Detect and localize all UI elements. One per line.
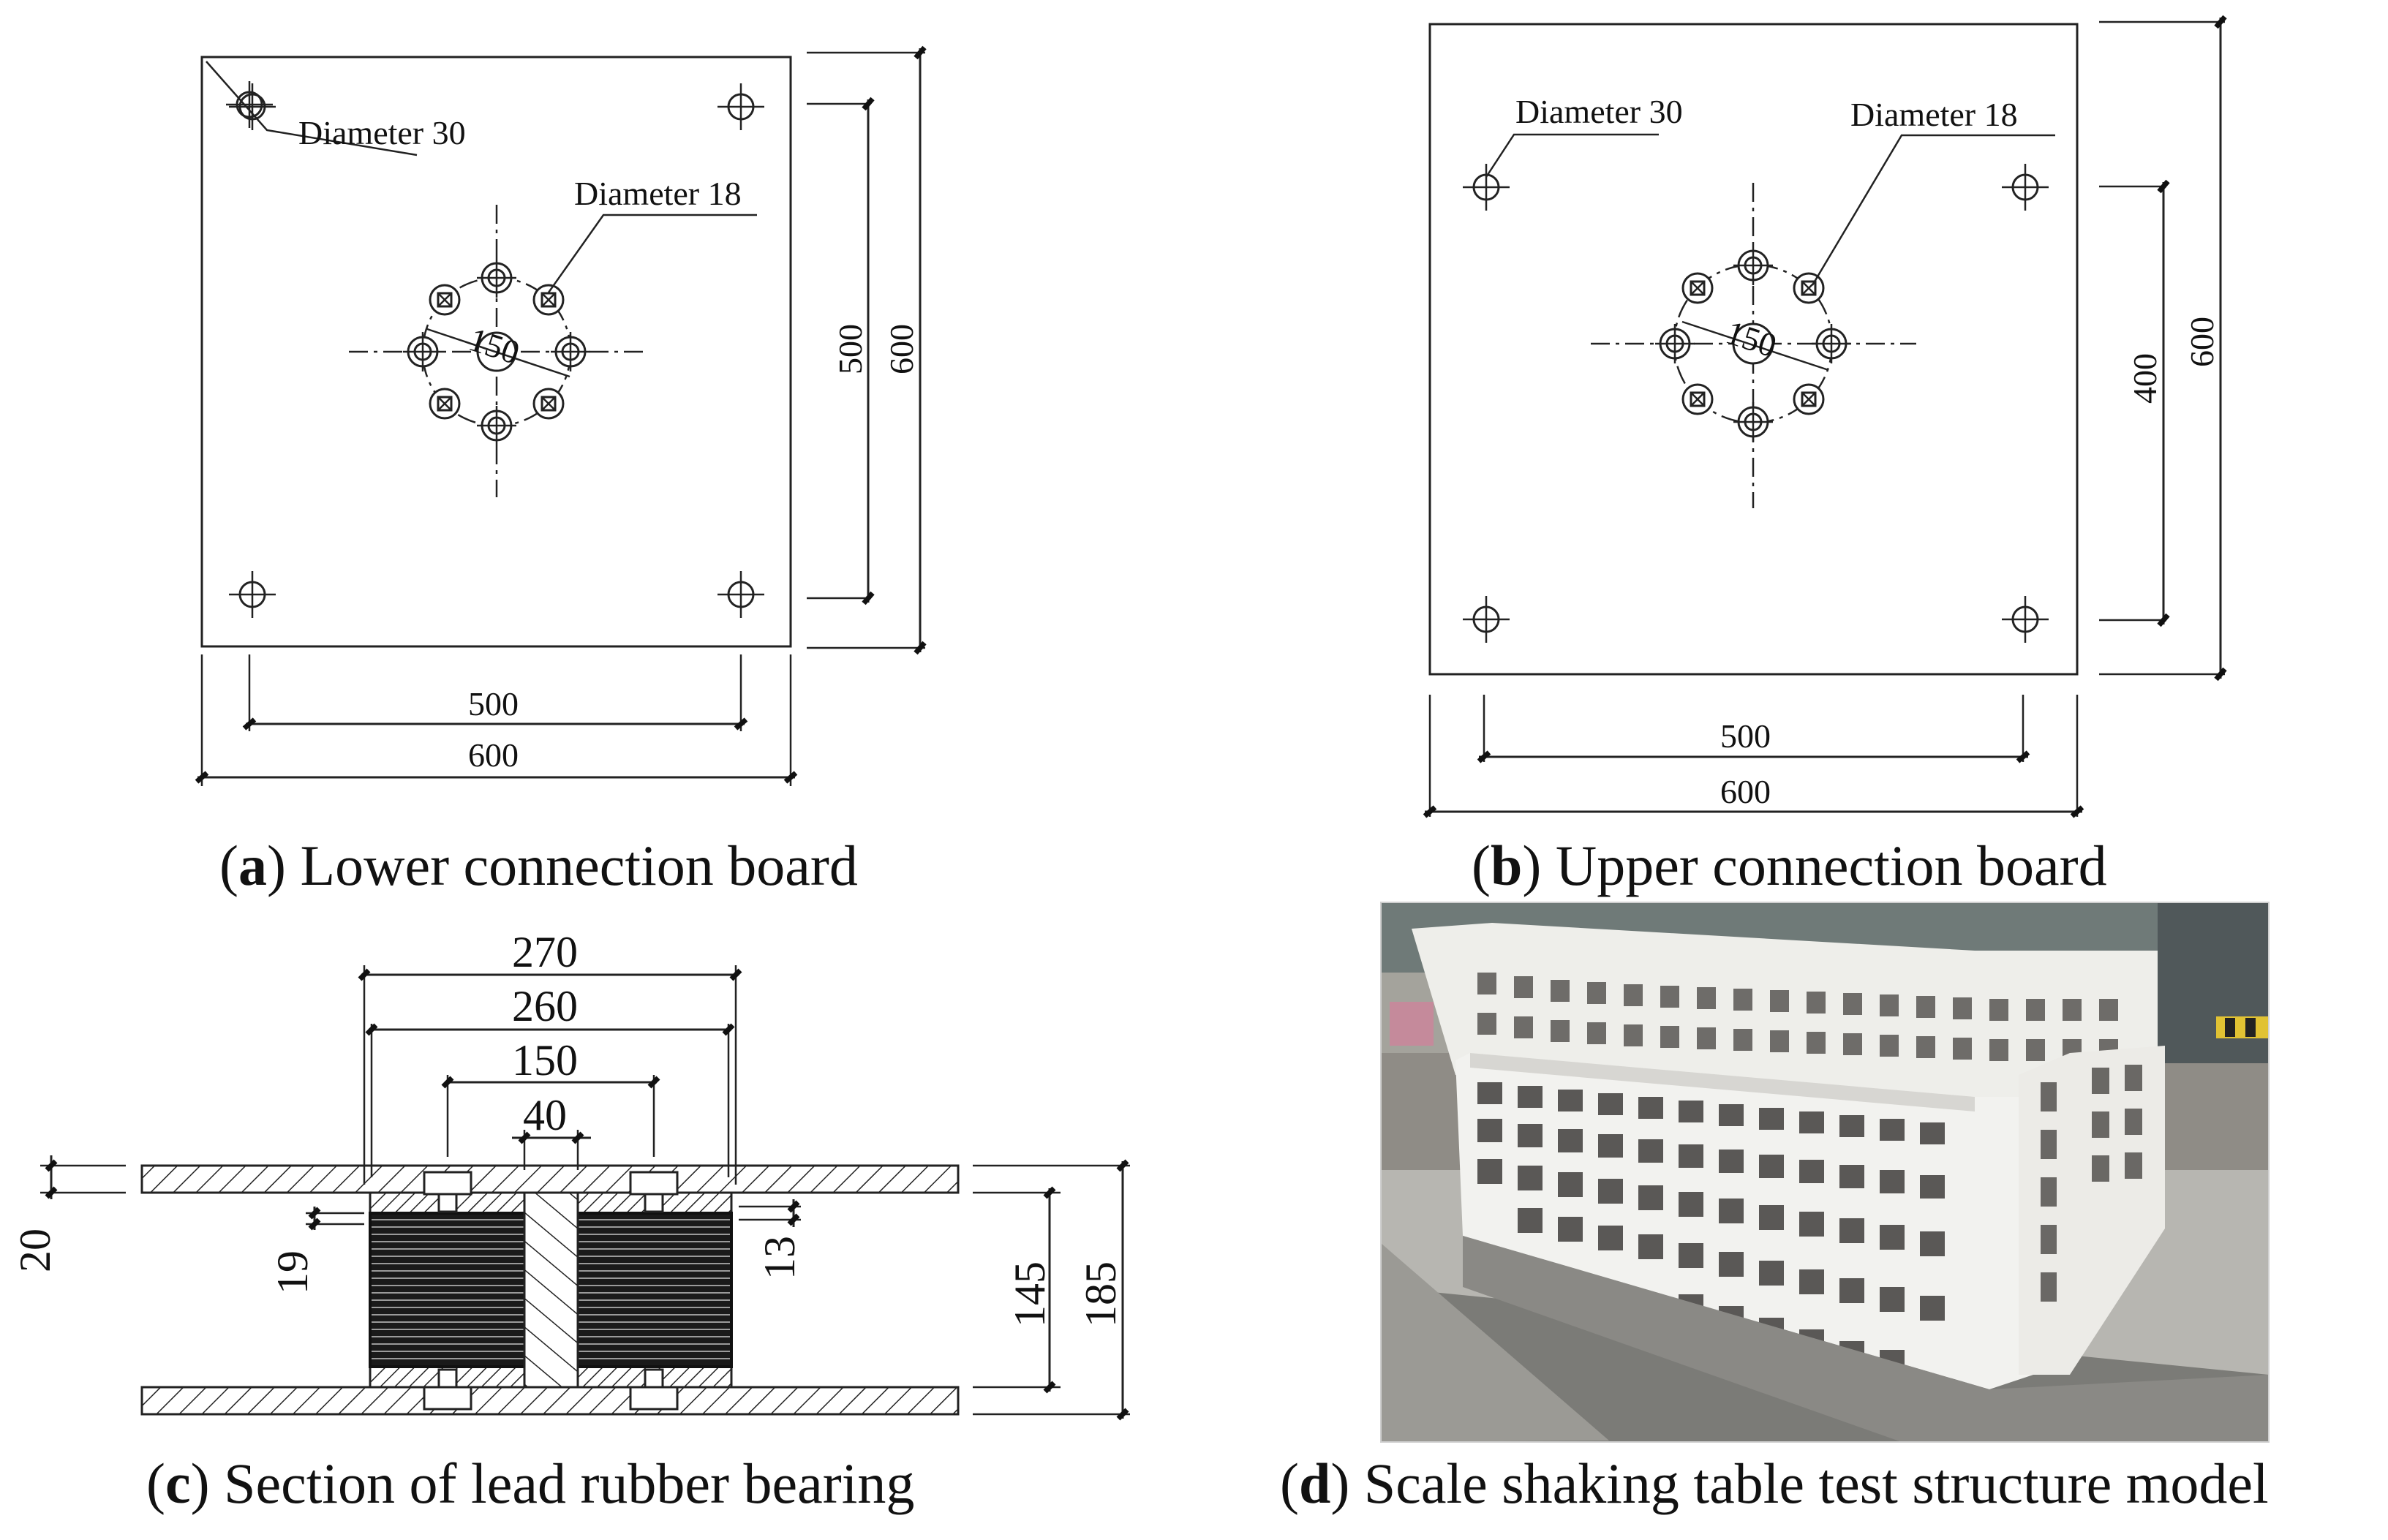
dim-500-vertical: 500 [832, 324, 869, 374]
top-dimensions: 270 260 150 40 [358, 928, 742, 1185]
dim-400-vertical: 400 [2126, 353, 2163, 404]
panel-c-bearing-section: 270 260 150 40 20 19 13 [11, 928, 1130, 1515]
dim-185: 185 [1077, 1261, 1125, 1327]
hole-label-small: Diameter 18 [574, 175, 742, 212]
panel-d-model-photo: (d) Scale shaking table test structure m… [1280, 902, 2270, 1515]
dim-19: 19 [268, 1250, 317, 1294]
dim-145: 145 [1006, 1261, 1054, 1327]
bottom-dimensions: 500 600 [195, 654, 798, 786]
dim-600: 600 [468, 736, 519, 774]
board-outline [200, 56, 792, 648]
bolts [423, 1171, 679, 1411]
caption-c: (c) Section of lead rubber bearing [146, 1452, 914, 1515]
bottom-dimensions: 500 600 [1423, 695, 2084, 818]
top-plate [140, 1164, 960, 1194]
caption-b: (b) Upper connection board [1472, 834, 2107, 897]
bolt-circle: 150 [1591, 183, 1916, 508]
dim-600-vertical: 600 [883, 324, 920, 374]
caption-a: (a) Lower connection board [219, 834, 858, 897]
board-outline [1428, 23, 2079, 676]
dim-40: 40 [523, 1091, 567, 1139]
circle-diameter-label: 150 [464, 320, 524, 371]
circle-diameter-label: 150 [1722, 313, 1781, 364]
corner-holes [1461, 162, 2050, 644]
corner-hole-icon [225, 80, 274, 129]
dim-600: 600 [1720, 773, 1771, 810]
bottom-plate [140, 1386, 960, 1416]
right-dimensions: 400 600 [2099, 15, 2227, 682]
bolt-circle: 150 [349, 205, 645, 497]
dim-260: 260 [512, 982, 578, 1030]
lead-core [523, 1191, 579, 1389]
hole-label-large: Diameter 30 [298, 114, 466, 151]
dim-13: 13 [756, 1236, 804, 1280]
hole-label-small: Diameter 18 [1850, 96, 2018, 133]
hole-label-large: Diameter 30 [1515, 93, 1683, 130]
left-dimensions: 20 19 [11, 1155, 364, 1294]
dim-500: 500 [468, 685, 519, 722]
dim-500: 500 [1720, 717, 1771, 755]
right-dimensions: 13 145 185 [739, 1159, 1130, 1421]
panel-a-lower-board: 150 Diameter 30 Diameter 18 500 600 [195, 45, 927, 897]
right-dimensions: 500 600 [807, 45, 927, 655]
dim-600-vertical: 600 [2183, 317, 2221, 367]
panel-b-upper-board: 150 Diameter 30 Diameter 18 500 600 [1423, 15, 2227, 897]
dim-270: 270 [512, 928, 578, 976]
dim-150: 150 [512, 1036, 578, 1084]
caption-d: (d) Scale shaking table test structure m… [1280, 1452, 2269, 1515]
dim-20: 20 [11, 1228, 59, 1272]
